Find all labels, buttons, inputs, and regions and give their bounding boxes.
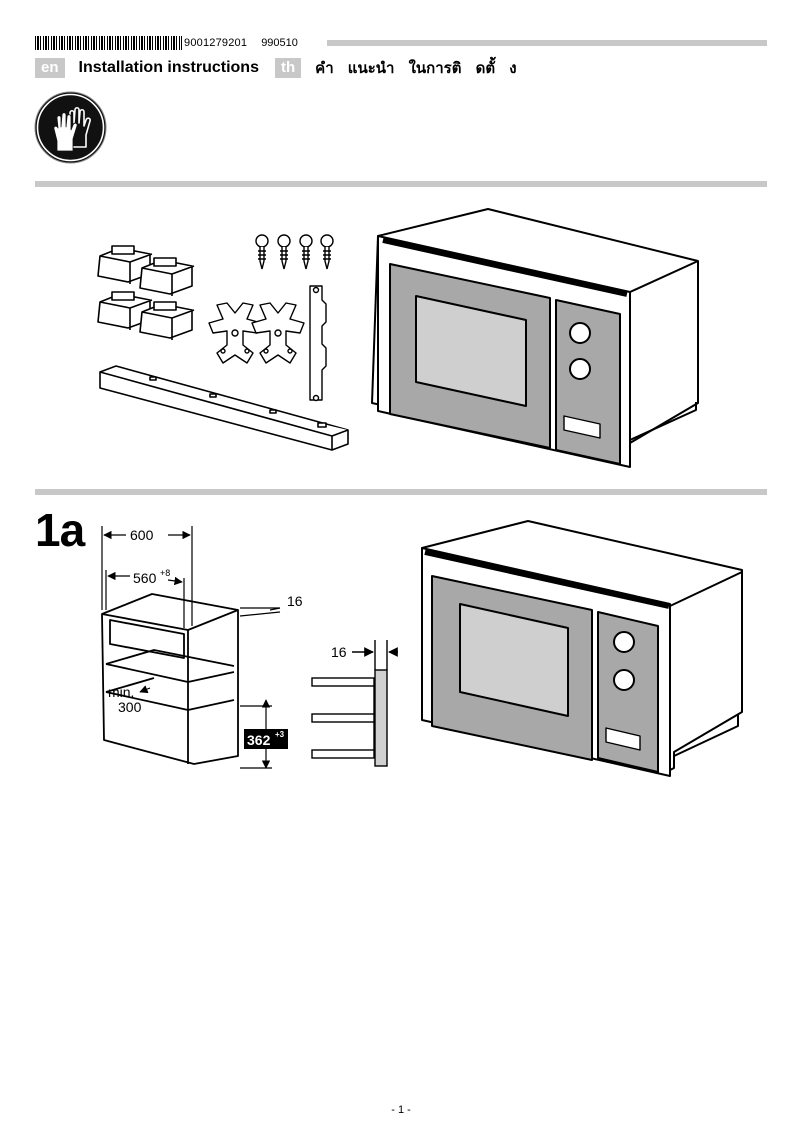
gloves-icon [34,91,107,164]
title-row: en Installation instructions th คำ แนะนำ… [35,58,517,78]
side-section-detail [311,640,398,767]
dim-side-gap: 16 [331,644,347,660]
header-rule [327,40,767,46]
section-rule [35,489,767,495]
bracket-clip-icon [208,302,305,364]
dim-width-inner-tolerance: +8 [160,568,170,578]
parts-illustration [97,208,699,468]
title-english: Installation instructions [78,59,259,76]
lang-tag-th: th [274,58,302,78]
dim-height-badge [244,729,288,749]
dim-side-thickness: 16 [287,593,303,609]
title-thai: คำ แนะนำ ในการติ ดตั้ ง [315,60,517,77]
dim-width-outer: 600 [130,527,154,543]
cabinet-niche [101,593,239,765]
page-number: - 1 - [391,1104,411,1116]
microwave-icon [371,208,699,468]
mounting-rail-icon [99,365,349,451]
installation-dimensions-illustration: 600 560 +8 16 min. 300 362 +3 16 [101,520,743,777]
dim-min-label: min. [108,684,134,700]
barcode-number: 9001279201 [184,37,248,49]
lang-tag-en: en [35,58,65,78]
dim-width-inner: 560 [133,570,157,586]
document-date: 990510 [261,37,298,49]
header-row: 9001279201 990510 [35,36,298,50]
dim-height: 362 [247,732,271,748]
dim-height-tolerance: +3 [275,730,285,739]
microwave-icon [421,520,743,777]
mounting-block-icon [97,245,195,340]
dim-min-value: 300 [118,699,142,715]
barcode [35,36,182,50]
screw-icon [255,234,334,270]
step-label: 1a [35,504,85,556]
side-bracket-icon [309,285,327,402]
section-rule [35,181,767,187]
